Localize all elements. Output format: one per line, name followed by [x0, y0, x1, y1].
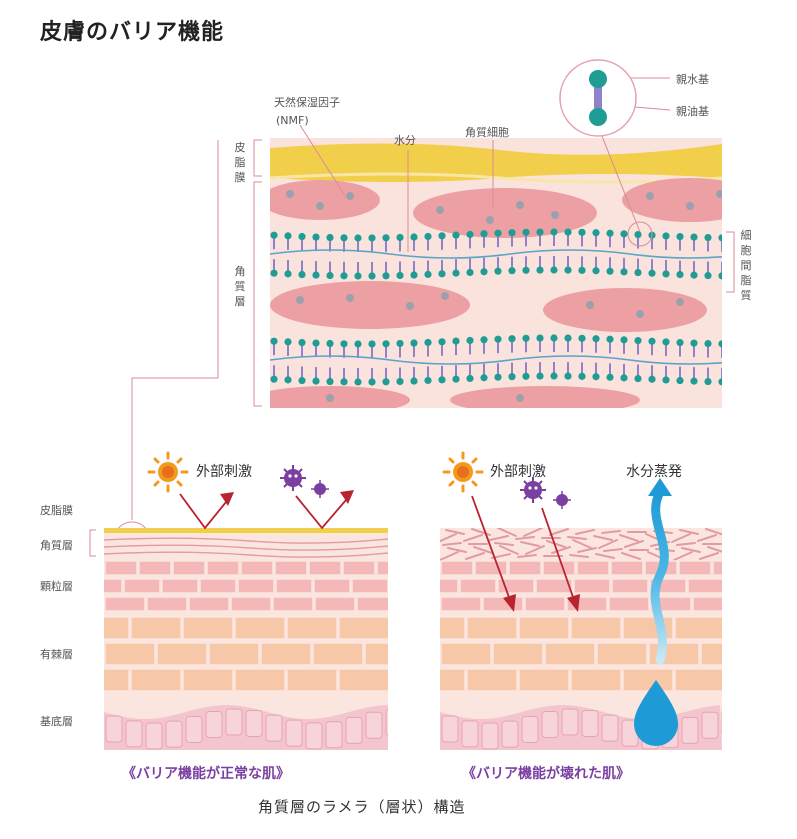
penetrate-arrow-icon [471, 495, 580, 612]
intercellular-lipid-bilayers [270, 228, 722, 386]
water-layer-line [270, 355, 722, 365]
nmf-label-abbr: (NMF) [276, 114, 309, 127]
sebum-film [270, 143, 722, 182]
corneocyte [622, 178, 722, 222]
page-title: 皮膚のバリア機能 [40, 19, 225, 45]
intercellular-lipid-label: 細胞間脂質 [740, 229, 752, 302]
lipophilic-label: 親油基 [676, 105, 709, 118]
nmf-dots [286, 190, 722, 402]
corneocyte [270, 180, 380, 220]
stratum-corneum-detail [270, 138, 722, 408]
external-stimulus-label-normal: 外部刺激 [196, 464, 252, 480]
water-drop-icon [634, 478, 678, 746]
sun-icon [442, 451, 484, 493]
layer-label-basal: 基底層 [40, 715, 73, 728]
detail-sebum-label: 皮脂膜 [234, 141, 246, 184]
layer-label-spinous: 有棘層 [40, 648, 73, 661]
hydrophilic-label: 親水基 [676, 73, 709, 86]
deflect-arrow-icon [179, 490, 354, 530]
normal-skin-cross-section [104, 528, 388, 750]
layer-label-granular: 顆粒層 [40, 580, 73, 593]
layer-label-sebum: 皮脂膜 [40, 504, 73, 517]
lipid-molecule-zoom [559, 59, 637, 137]
nmf-label: 天然保湿因子 [274, 96, 340, 109]
layer-label-corneum: 角質層 [40, 539, 73, 552]
caption-normal: 《バリア機能が正常な肌》 [122, 766, 290, 782]
external-stimulus-label-damaged: 外部刺激 [490, 464, 546, 480]
corneocyte-label: 角質細胞 [465, 126, 509, 139]
corneocyte [413, 188, 597, 238]
germ-icon [280, 465, 306, 491]
detail-corneum-label: 角質層 [234, 265, 246, 308]
corneocyte [543, 288, 707, 332]
corneocyte [270, 281, 470, 329]
germ-icon [311, 480, 329, 498]
damaged-skin-cross-section [440, 528, 722, 750]
germ-icon [520, 477, 546, 503]
water-label: 水分 [394, 134, 416, 147]
sun-icon [147, 451, 189, 493]
water-layer-line [270, 249, 722, 259]
evaporation-label: 水分蒸発 [626, 464, 682, 480]
caption-damaged: 《バリア機能が壊れた肌》 [462, 766, 630, 782]
footer-caption: 角質層のラメラ（層状）構造 [258, 798, 466, 816]
germ-icon [553, 491, 571, 509]
